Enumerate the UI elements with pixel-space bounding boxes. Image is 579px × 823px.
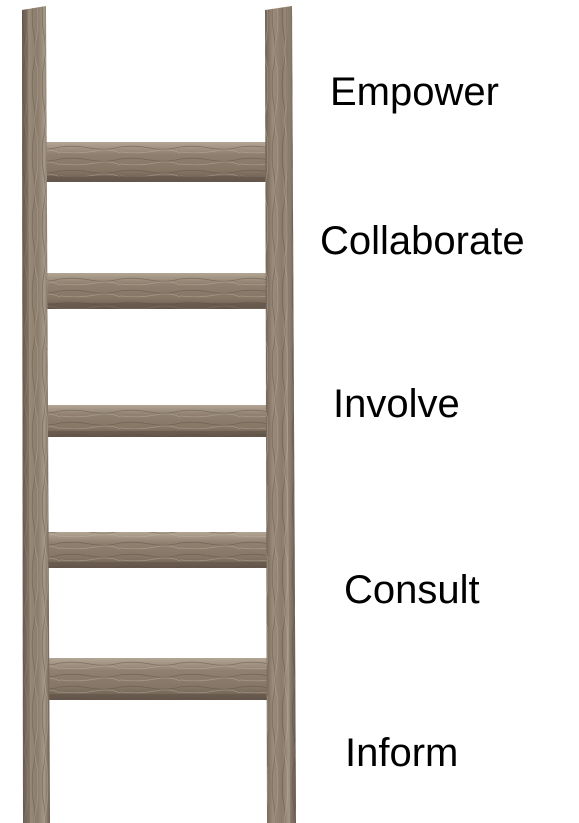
step-label-consult: Consult [344,568,480,612]
ladder-rung [45,273,271,309]
step-label-collaborate: Collaborate [320,219,525,263]
ladder-left-rail [22,6,50,823]
ladder-rung [45,405,271,437]
ladder-rung [45,658,271,700]
ladder-rungs [45,142,271,700]
ladder-rung [45,142,271,182]
step-label-inform: Inform [345,731,459,775]
step-label-involve: Involve [333,382,460,426]
ladder-right-rail [265,6,296,823]
step-label-empower: Empower [330,70,499,114]
ladder-rung [45,532,271,568]
